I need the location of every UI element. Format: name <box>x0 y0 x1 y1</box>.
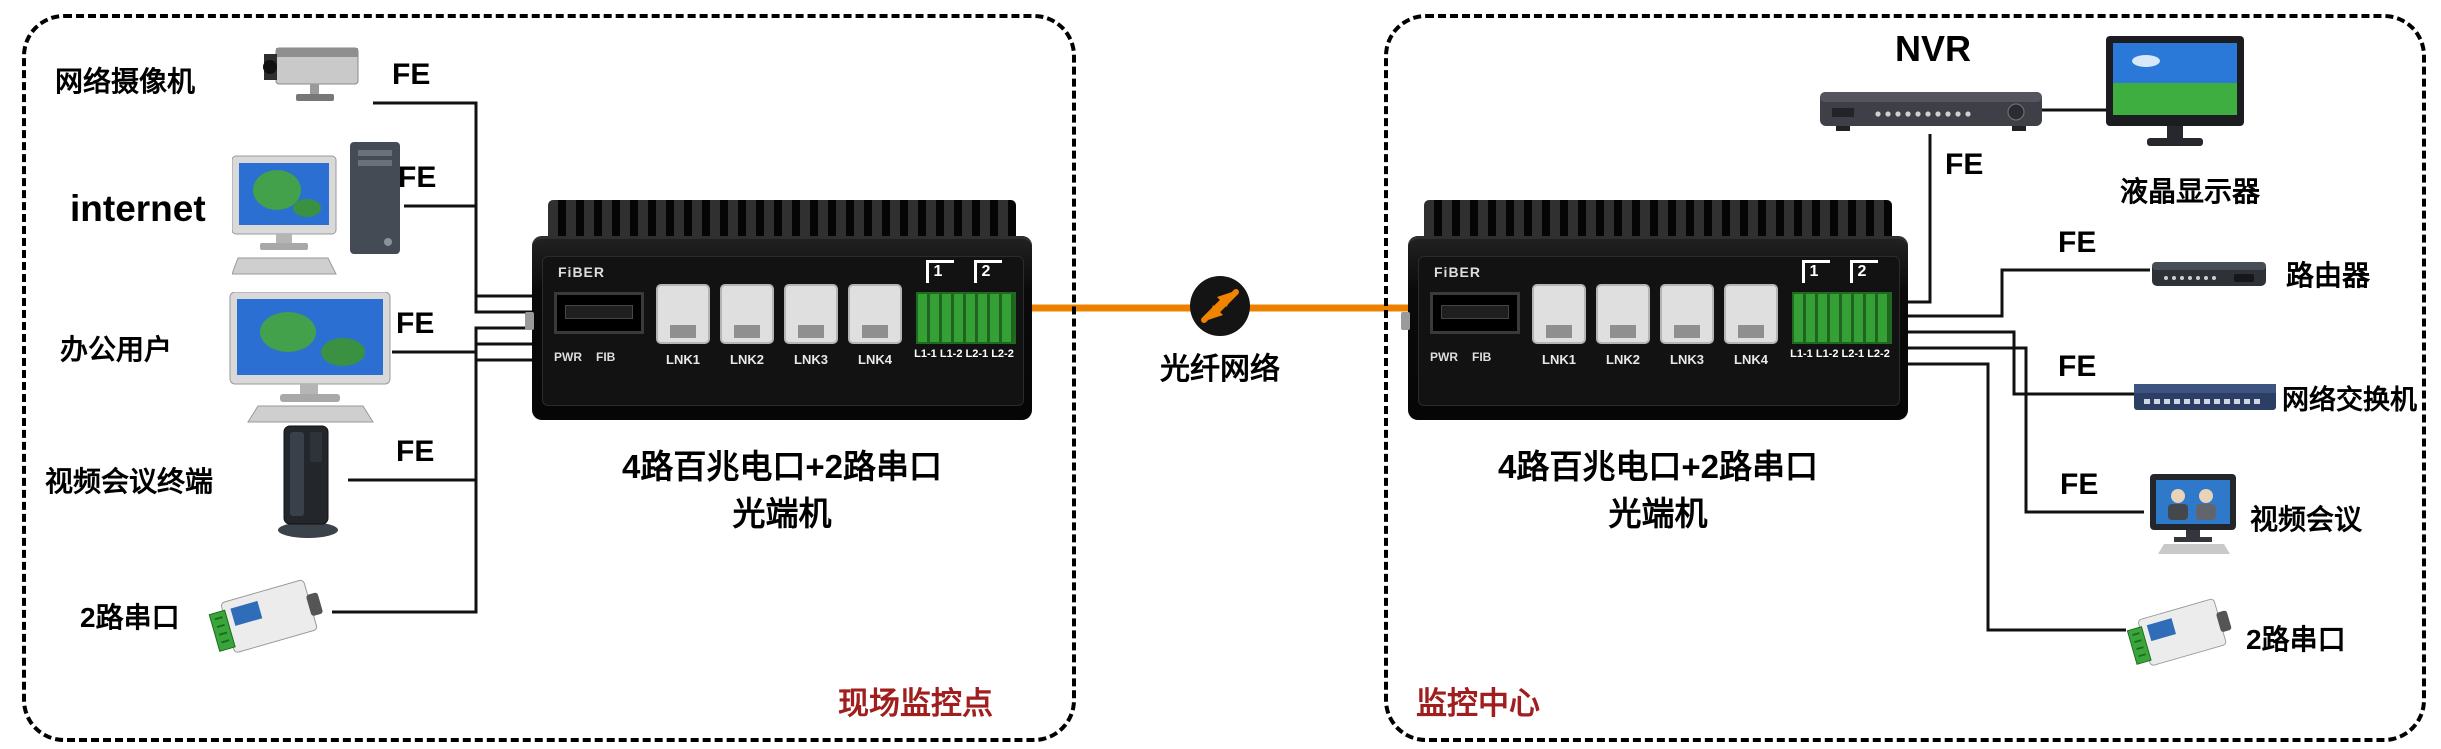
terminal-group-labels: 1 2 <box>916 260 1012 283</box>
fe-label-office: FE <box>396 307 435 340</box>
caption-line2: 光端机 <box>1608 494 1708 532</box>
caption-line2: 光端机 <box>732 494 832 532</box>
sfp-slot <box>554 292 644 334</box>
fe-label-router: FE <box>2058 226 2097 259</box>
port-label: LNK3 <box>794 352 828 367</box>
pwr-label: PWR <box>554 350 582 364</box>
fiber-port-label: FiBER <box>558 264 605 280</box>
fe-label-camera: FE <box>392 58 431 91</box>
lcd-label: 液晶显示器 <box>2119 176 2260 207</box>
serial-label-left: 2路串口 <box>80 602 180 633</box>
rj45-port <box>1596 284 1650 344</box>
fe-label-videoconf-right: FE <box>2060 468 2099 501</box>
fe-label-videoconf: FE <box>396 435 435 468</box>
sfp-slot <box>1430 292 1520 334</box>
router-icon <box>2150 246 2268 294</box>
port-label: LNK1 <box>666 352 700 367</box>
left-site-name: 现场监控点 <box>838 686 993 721</box>
office-user-label: 办公用户 <box>60 334 173 365</box>
serial-label-right: 2路串口 <box>2246 624 2346 655</box>
rj45-ports <box>1532 284 1778 344</box>
port-label: LNK4 <box>1734 352 1768 367</box>
nvr-icon <box>1820 86 2042 134</box>
fe-label-nvr: FE <box>1945 148 1984 181</box>
serial-converter-icon <box>208 568 333 664</box>
port-labels: LNK1 LNK2 LNK3 LNK4 <box>1532 352 1778 367</box>
port-label: LNK4 <box>858 352 892 367</box>
fiber-network-label: 光纤网络 <box>1160 353 1280 386</box>
side-connector <box>1401 312 1410 330</box>
videoconf-terminal-label: 视频会议终端 <box>45 466 214 497</box>
office-monitor-icon <box>228 292 393 424</box>
caption-line1: 4路百兆电口+2路串口 <box>622 448 942 485</box>
terminal-group-2: 2 <box>973 260 1003 283</box>
terminal-block <box>916 292 1016 344</box>
router-label: 路由器 <box>2286 260 2371 291</box>
rj45-port <box>1660 284 1714 344</box>
right-site-box <box>1384 14 2426 742</box>
workstation-icon <box>232 142 404 280</box>
terminal-group-1: 1 <box>925 260 955 283</box>
terminal-group-1: 1 <box>1801 260 1831 283</box>
rj45-ports <box>656 284 902 344</box>
left-media-converter: FiBER PWR FIB LNK1 LNK2 LNK3 LNK4 1 2 L1… <box>525 200 1032 420</box>
switch-label: 网络交换机 <box>2282 385 2417 415</box>
fe-label-switch: FE <box>2058 350 2097 383</box>
pwr-label: PWR <box>1430 350 1458 364</box>
fib-label: FIB <box>1472 350 1492 364</box>
port-label: LNK1 <box>1542 352 1576 367</box>
rj45-port <box>656 284 710 344</box>
videoconf-icon <box>2144 474 2242 556</box>
internet-label: internet <box>70 188 206 229</box>
terminal-pin-labels: L1-1 L1-2 L2-1 L2-2 <box>1790 348 1890 360</box>
rj45-port <box>1532 284 1586 344</box>
terminal-pin-labels: L1-1 L1-2 L2-1 L2-2 <box>914 348 1014 360</box>
terminal-group-labels: 1 2 <box>1792 260 1888 283</box>
port-label: LNK3 <box>1670 352 1704 367</box>
port-labels: LNK1 LNK2 LNK3 LNK4 <box>656 352 902 367</box>
fiber-port-label: FiBER <box>1434 264 1481 280</box>
fiber-link-icon <box>1190 276 1250 336</box>
right-media-converter: FiBER PWR FIB LNK1 LNK2 LNK3 LNK4 1 2 L1… <box>1401 200 1908 420</box>
led-labels: PWR FIB <box>1430 350 1491 364</box>
serial-converter-icon-right <box>2126 588 2241 676</box>
fe-label-internet: FE <box>398 161 437 194</box>
led-labels: PWR FIB <box>554 350 615 364</box>
nvr-label: NVR <box>1895 28 1972 69</box>
camera-label: 网络摄像机 <box>55 66 196 97</box>
right-site-name: 监控中心 <box>1416 686 1540 721</box>
left-converter-caption: 4路百兆电口+2路串口 光端机 <box>522 444 1042 538</box>
rj45-port <box>1724 284 1778 344</box>
side-connector <box>525 312 534 330</box>
rj45-port <box>848 284 902 344</box>
terminal-block <box>1792 292 1892 344</box>
rj45-port <box>784 284 838 344</box>
fib-label: FIB <box>596 350 616 364</box>
network-switch-icon <box>2134 370 2276 418</box>
rj45-port <box>720 284 774 344</box>
right-converter-caption: 4路百兆电口+2路串口 光端机 <box>1398 444 1918 538</box>
port-label: LNK2 <box>1606 352 1640 367</box>
videoconf-label: 视频会议 <box>2250 504 2363 535</box>
terminal-group-2: 2 <box>1849 260 1879 283</box>
lcd-monitor-icon <box>2106 36 2244 164</box>
caption-line1: 4路百兆电口+2路串口 <box>1498 448 1818 485</box>
port-label: LNK2 <box>730 352 764 367</box>
camera-icon <box>262 42 372 108</box>
left-site-box <box>22 14 1076 742</box>
videoconf-terminal-icon <box>270 424 348 542</box>
